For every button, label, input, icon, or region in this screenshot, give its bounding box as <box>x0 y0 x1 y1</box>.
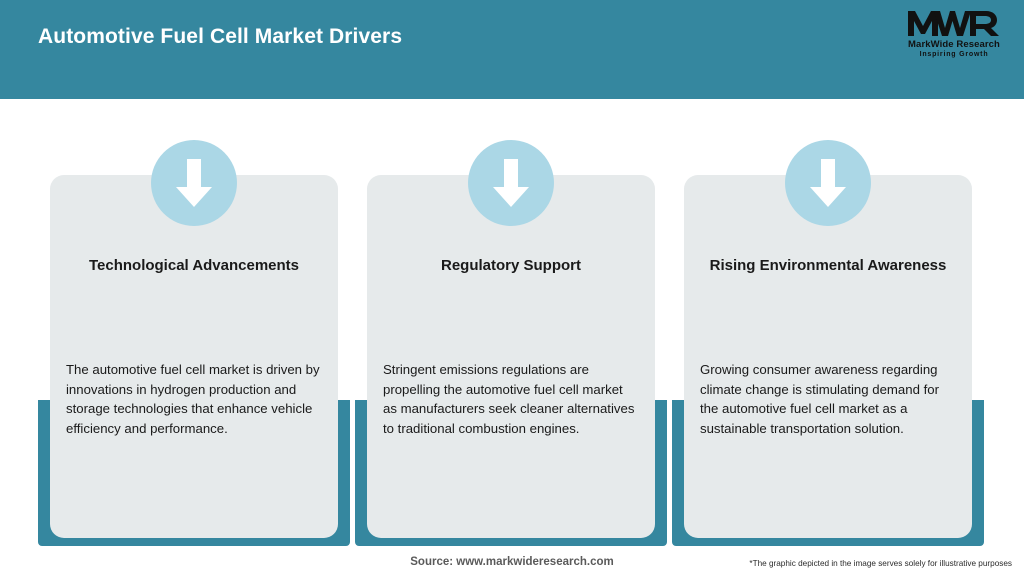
driver-card-rising-environmental-awareness[interactable]: Rising Environmental Awareness Growing c… <box>672 140 984 546</box>
brand-logo: MarkWide Research Inspiring Growth <box>898 8 1010 60</box>
driver-card-regulatory-support[interactable]: Regulatory Support Stringent emissions r… <box>355 140 667 546</box>
card-heading: Rising Environmental Awareness <box>709 257 947 274</box>
driver-card-technological-advancements[interactable]: Technological Advancements The automotiv… <box>38 140 350 546</box>
card-panel: Rising Environmental Awareness Growing c… <box>684 175 972 538</box>
arrow-down-glyph <box>176 159 212 207</box>
card-body-text: The automotive fuel cell market is drive… <box>66 362 320 436</box>
card-panel: Regulatory Support Stringent emissions r… <box>367 175 655 538</box>
page-title: Automotive Fuel Cell Market Drivers <box>38 25 403 48</box>
arrow-down-glyph <box>810 159 846 207</box>
arrow-down-glyph <box>493 159 529 207</box>
disclaimer-note: *The graphic depicted in the image serve… <box>749 559 1012 568</box>
arrow-down-icon <box>151 140 237 226</box>
logo-name: MarkWide Research <box>908 39 1000 50</box>
logo-tagline: Inspiring Growth <box>919 51 989 58</box>
mwr-logo-icon <box>908 11 999 36</box>
source-label: Source: www.markwideresearch.com <box>410 556 614 568</box>
card-panel: Technological Advancements The automotiv… <box>50 175 338 538</box>
arrow-down-icon <box>468 140 554 226</box>
arrow-down-icon <box>785 140 871 226</box>
card-heading: Technological Advancements <box>88 257 300 274</box>
card-heading: Regulatory Support <box>440 257 581 274</box>
card-body-text: Stringent emissions regulations are prop… <box>383 362 635 436</box>
card-body-text: Growing consumer awareness regarding cli… <box>700 362 939 436</box>
header-bar: Automotive Fuel Cell Market Drivers Mark… <box>0 0 1024 99</box>
